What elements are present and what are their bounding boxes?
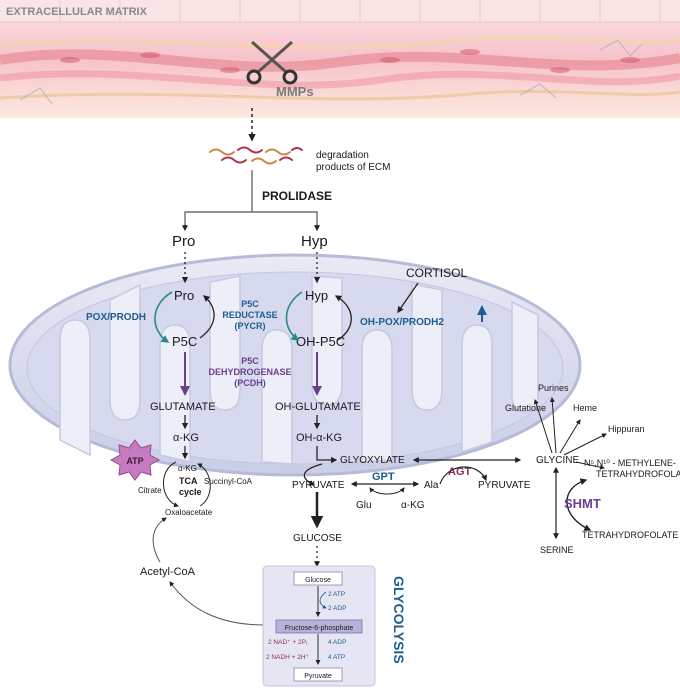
glyoxylate-label: GLYOXYLATE bbox=[340, 455, 405, 466]
a-kg-label: α-KG bbox=[173, 432, 199, 444]
glutamate-label: GLUTAMATE bbox=[150, 401, 216, 413]
glyoxylate-to-pyruvate-arrow bbox=[303, 463, 323, 486]
degradation-label-2: products of ECM bbox=[316, 162, 390, 173]
akg-label-2: α-KG bbox=[401, 500, 425, 511]
tca-akg-label: α-KG bbox=[178, 464, 197, 473]
mmps-label: MMPs bbox=[276, 84, 314, 99]
degradation-label-1: degradation bbox=[316, 150, 369, 161]
pyruvate-label-2: PYRUVATE bbox=[478, 480, 531, 491]
atp-starburst-icon bbox=[109, 439, 161, 481]
glu-label: Glu bbox=[356, 500, 372, 511]
glycolysis-pyruvate: Pyruvate bbox=[304, 673, 332, 680]
glycolysis-glucose: Glucose bbox=[305, 577, 331, 584]
acetyl-coa-label: Acetyl-CoA bbox=[140, 566, 196, 578]
glycolysis-f6p: Fructose-6-phosphate bbox=[285, 625, 354, 632]
pyruvate-label: PYRUVATE bbox=[292, 480, 345, 491]
glycolysis-title: GLYCOLYSIS bbox=[391, 576, 407, 664]
purines-label: Purines bbox=[538, 383, 569, 393]
pro-label-top: Pro bbox=[172, 233, 195, 250]
acetyl-coa-to-tca-arrow bbox=[152, 517, 167, 563]
pox-prodh-label: POX/PRODH bbox=[86, 312, 146, 323]
heme-label: Heme bbox=[573, 403, 597, 413]
pro-label: Pro bbox=[174, 288, 194, 303]
tca-label-2: cycle bbox=[179, 487, 202, 497]
glutatione-label: Glutatione bbox=[505, 403, 546, 413]
p5c-dh-label-3: (PCDH) bbox=[234, 378, 266, 388]
ecm-label: EXTRACELLULAR MATRIX bbox=[6, 6, 148, 18]
p5c-reductase-label-1: P5C bbox=[241, 299, 259, 309]
cortisol-arrow bbox=[397, 282, 419, 314]
glycolysis-4adp: 4 ADP bbox=[328, 639, 346, 646]
prolidase-label: PROLIDASE bbox=[262, 189, 332, 203]
glycine-label: GLYCINE bbox=[536, 455, 579, 466]
cortisol-label: CORTISOL bbox=[406, 266, 467, 280]
hyp-label-top: Hyp bbox=[301, 233, 328, 250]
p5c-dh-label-2: DEHYDROGENASE bbox=[208, 367, 291, 377]
thf-label: TETRAHYDROFOLATE bbox=[582, 530, 678, 540]
agt-arrow bbox=[439, 466, 487, 485]
oh-pox-prodh2-label: OH-POX/PRODH2 bbox=[360, 317, 444, 328]
extracellular-matrix-illustration bbox=[0, 0, 680, 118]
glycolysis-nad: 2 NAD⁺ + 2Pᵢ bbox=[268, 639, 307, 646]
citrate-label: Citrate bbox=[138, 486, 162, 495]
oh-p5c-to-hyp-arrow bbox=[334, 295, 352, 341]
shmt-label: SHMT bbox=[564, 496, 601, 511]
scissors-icon bbox=[246, 40, 298, 85]
hyp-to-oh-p5c-arrow bbox=[285, 291, 303, 341]
methylene-label-2: TETRAHYDROFOLATE bbox=[596, 469, 680, 479]
methylene-label-1: N⁵,N¹⁰ - METHYLENE- bbox=[584, 458, 676, 468]
tca-label-1: TCA bbox=[179, 476, 198, 486]
oh-a-kg-label: OH-α-KG bbox=[296, 432, 342, 444]
oh-glutamate-label: OH-GLUTAMATE bbox=[275, 401, 361, 413]
oh-akg-to-glyoxylate-arrow bbox=[316, 446, 338, 464]
succinyl-coa-label: Succinyl-CoA bbox=[204, 477, 253, 486]
gpt-label: GPT bbox=[372, 471, 395, 483]
p5c-dh-label-1: P5C bbox=[241, 356, 259, 366]
atp-label: ATP bbox=[126, 456, 143, 466]
mitochondrion-illustration bbox=[8, 253, 582, 477]
tca-cycle bbox=[163, 461, 211, 508]
pro-to-p5c-arrow bbox=[154, 291, 173, 343]
glycolysis-nadh: 2 NADH + 2H⁺ bbox=[266, 654, 310, 661]
glycolysis-2adp: 2 ADP bbox=[328, 605, 346, 612]
hippuran-label: Hippuran bbox=[608, 424, 645, 434]
ala-label: Ala bbox=[424, 480, 439, 491]
prolidase-split-line bbox=[184, 211, 318, 228]
hyp-label: Hyp bbox=[305, 288, 328, 303]
p5c-label: P5C bbox=[172, 334, 197, 349]
oh-p5c-label: OH-P5C bbox=[296, 334, 345, 349]
oxaloacetate-label: Oxaloacetate bbox=[165, 508, 213, 517]
p5c-to-pro-arrow bbox=[199, 295, 215, 339]
glucose-label: GLUCOSE bbox=[293, 533, 342, 544]
glycolysis-2atp: 2 ATP bbox=[328, 591, 345, 598]
degradation-products-icon bbox=[209, 146, 303, 165]
p5c-reductase-label-3: (PYCR) bbox=[235, 321, 266, 331]
serine-label: SERINE bbox=[540, 545, 574, 555]
glycolysis-4atp: 4 ATP bbox=[328, 654, 345, 661]
p5c-reductase-label-2: REDUCTASE bbox=[222, 310, 277, 320]
pyruvate-to-acetyl-coa-arrow bbox=[169, 581, 266, 626]
